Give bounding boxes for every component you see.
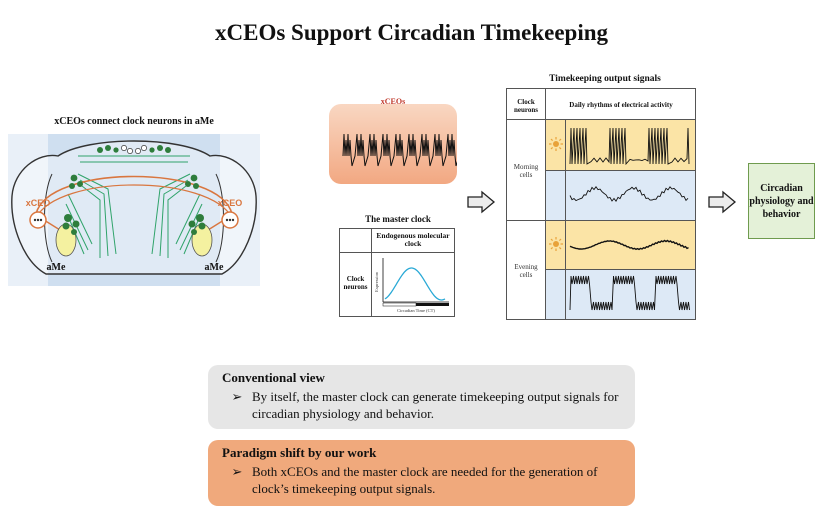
right-arrow-icon [708,190,737,214]
moon-icon [552,288,558,300]
morning-night-trace [569,186,689,203]
bullet-arrow-icon: ➢ [231,464,243,479]
conventional-view-text: By itself, the master clock can generate… [252,389,619,421]
master-clock-title: The master clock [365,214,431,224]
brain-diagram: xCEO xCEO aMe aMe [8,134,260,286]
activity-traces [569,127,690,311]
brain-panel-title: xCEOs connect clock neurons in aMe [54,116,214,127]
output-col1-header: Clock neurons [514,98,538,114]
conventional-view-heading: Conventional view [222,370,325,385]
morning-day-trace [569,127,690,166]
output-signals-title: Timekeeping output signals [549,74,661,84]
circadian-output-box: Circadian physiology and behavior [748,163,815,239]
bullet-arrow-icon: ➢ [231,389,243,404]
master-clock-row-header: Clock neurons [343,275,368,291]
ame-label-left: aMe [47,262,66,273]
evening-night-trace [569,275,690,311]
output-signals-table: Clock neurons Daily rhythms of electrica… [506,88,696,320]
paradigm-shift-heading: Paradigm shift by our work [222,445,377,460]
paradigm-shift-text: Both xCEOs and the master clock are need… [252,464,598,496]
morning-cells-label: Morning cells [513,163,539,179]
xceos-label: xCEOs [380,97,406,106]
right-arrow-icon [467,190,496,214]
moon-icon [552,189,558,201]
evening-cells-label: Evening cells [514,263,538,279]
conventional-view-card: Conventional view ➢ By itself, the maste… [208,365,635,429]
sun-icon [549,237,563,251]
output-col2-header: Daily rhythms of electrical activity [569,101,673,109]
sun-icon [549,137,563,151]
paradigm-shift-card: Paradigm shift by our work ➢ Both xCEOs … [208,440,635,506]
page-title: xCEOs Support Circadian Timekeeping [215,20,608,45]
master-clock-table: Endogenous molecular clock Clock neurons… [339,228,455,317]
xceo-label-left: xCEO [26,198,51,208]
ame-label-right: aMe [205,262,224,273]
molecular-clock-plot: Expression Circadian Time (CT) [374,258,449,313]
clock-x-axis-label: Circadian Time (CT) [397,308,435,313]
master-clock-column-header: Endogenous molecular clock [376,231,450,248]
xceos-trace [342,133,457,167]
clock-y-axis-label: Expression [374,271,379,292]
circadian-output-label: Circadian physiology and behavior [749,182,814,220]
evening-day-trace [569,239,689,251]
xceo-label-right: xCEO [218,198,243,208]
